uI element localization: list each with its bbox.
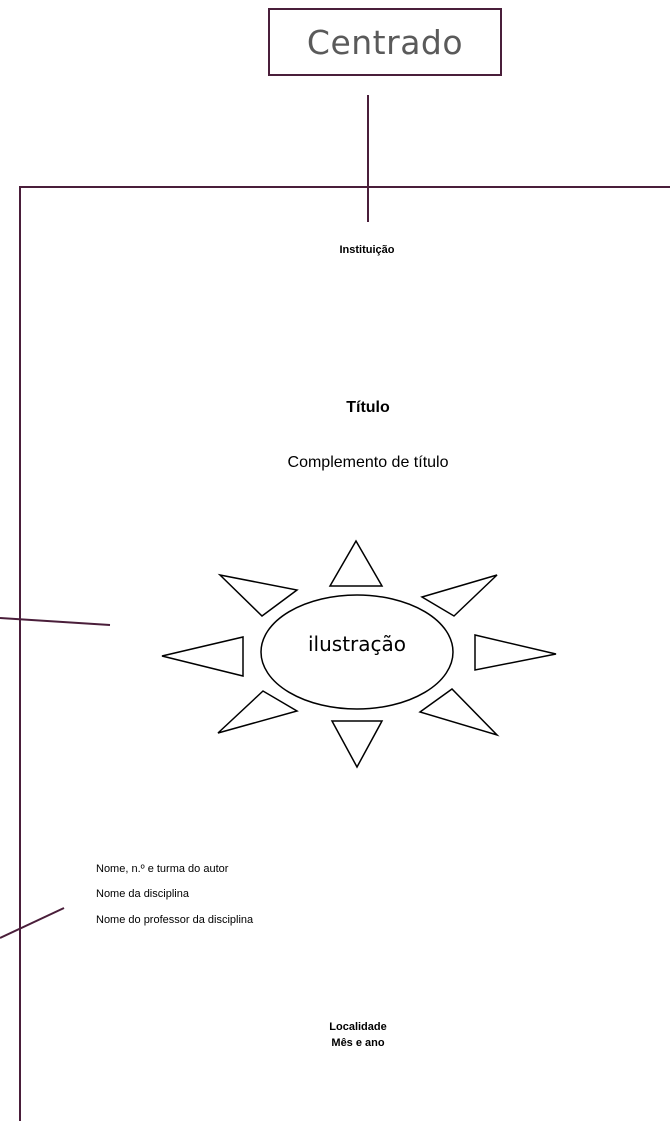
title-text: Título bbox=[346, 399, 390, 417]
ray-right bbox=[475, 635, 556, 670]
callout-centered-label: Centrado bbox=[268, 8, 502, 76]
author-line: Nome da disciplina bbox=[96, 888, 189, 900]
author-line: Nome, n.º e turma do autor bbox=[96, 863, 228, 875]
author-pointer-line bbox=[0, 908, 64, 938]
subtitle-text: Complemento de título bbox=[288, 454, 449, 472]
ray-top-right bbox=[422, 575, 497, 616]
location-text: Localidade bbox=[329, 1021, 386, 1033]
illustration-label: ilustração bbox=[308, 632, 406, 656]
ray-top bbox=[330, 541, 382, 586]
ray-bottom-left bbox=[218, 691, 297, 733]
author-line: Nome do professor da disciplina bbox=[96, 914, 253, 926]
ray-top-left bbox=[220, 575, 297, 616]
illustration-pointer-line bbox=[0, 618, 110, 625]
ray-bottom-right bbox=[420, 689, 497, 735]
callout-text: Centrado bbox=[307, 23, 463, 62]
ray-left bbox=[162, 637, 243, 676]
date-text: Mês e ano bbox=[331, 1037, 384, 1049]
institution-text: Instituição bbox=[339, 244, 394, 256]
ray-bottom bbox=[332, 721, 382, 767]
